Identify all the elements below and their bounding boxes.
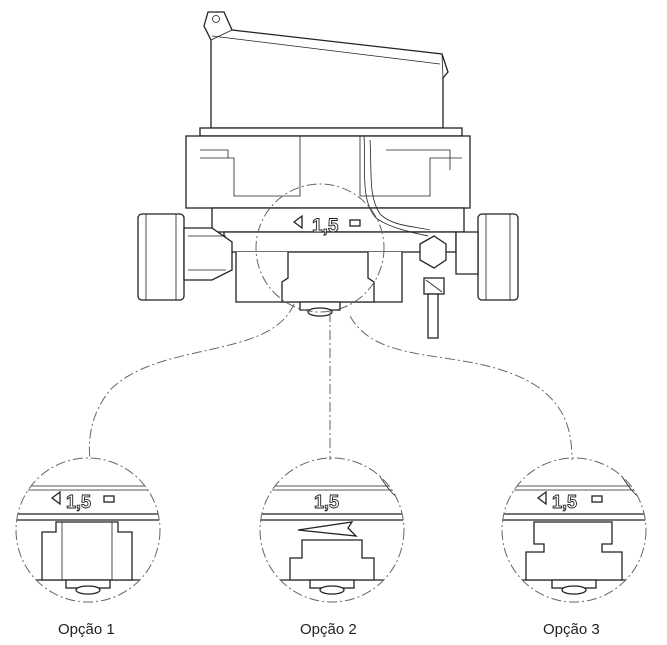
seal bbox=[363, 135, 447, 339]
meter-lid bbox=[203, 11, 449, 129]
body-marking: 1,5 bbox=[292, 214, 361, 237]
marking-text: 1,5 bbox=[312, 216, 339, 237]
right-coupling bbox=[455, 213, 519, 301]
detail3-marking: 1,5 bbox=[552, 492, 577, 512]
detail2-marking: 1,5 bbox=[314, 492, 339, 512]
detail-option-3: 1,5 bbox=[501, 457, 647, 603]
option-1-label: Opção 1 bbox=[58, 621, 115, 638]
detail-circle-main bbox=[255, 183, 385, 313]
meter-body bbox=[185, 127, 471, 317]
detail-option-2: 1,5 bbox=[259, 457, 405, 603]
option-2-label: Opção 2 bbox=[300, 621, 357, 638]
left-coupling bbox=[137, 213, 233, 301]
detail-option-1: 1,5 bbox=[15, 457, 161, 603]
leader-lines bbox=[88, 303, 573, 461]
detail1-marking: 1,5 bbox=[66, 492, 91, 512]
option-3-label: Opção 3 bbox=[543, 621, 600, 638]
